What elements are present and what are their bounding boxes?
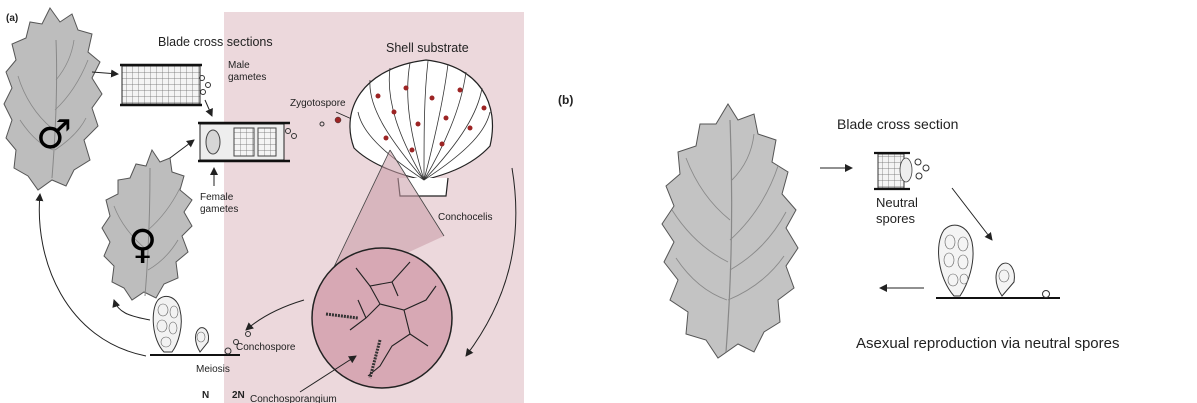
male-gametes-label-line2: gametes xyxy=(228,72,266,83)
cross-section-b xyxy=(874,153,929,189)
asexual-reproduction-label: Asexual reproduction via neutral spores xyxy=(856,335,1119,352)
blade-cross-sections-label: Blade cross sections xyxy=(158,35,273,49)
panel-label-a: (a) xyxy=(6,13,18,24)
arrow-male-to-section xyxy=(92,72,118,74)
blade-cross-section-label: Blade cross section xyxy=(837,116,958,132)
conchospore-label: Conchospore xyxy=(236,342,296,353)
arrow-gametes-down xyxy=(205,100,212,116)
arrow-to-female-blade xyxy=(114,300,150,320)
male-blade-cross-section xyxy=(120,65,211,105)
male-symbol: ♂ xyxy=(36,112,72,158)
female-gametes-label-line2: gametes xyxy=(200,204,238,215)
germinating-neutral-spores xyxy=(936,225,1060,298)
shell-substrate-label: Shell substrate xyxy=(386,41,469,55)
panel-b-asexual-reproduction: (b) Blade cross section Neutral spores xyxy=(540,0,1197,403)
zygotospore-label: Zygotospore xyxy=(290,98,346,109)
neutral-spores-label-line2: spores xyxy=(876,211,916,226)
female-symbol: ♀ xyxy=(128,222,157,268)
ploidy-2n-label: 2N xyxy=(232,390,245,401)
male-blade xyxy=(4,8,102,190)
female-gametes-label: Female xyxy=(200,192,234,203)
panel-a-diagram: (a) ♂ ♀ Blade cross sections Male gamete… xyxy=(0,0,540,403)
ploidy-n-label: N xyxy=(202,390,209,401)
conchosporangium-label: Conchosporangium xyxy=(250,394,337,403)
neutral-spores-label: Neutral xyxy=(876,195,918,210)
male-gametes-label: Male xyxy=(228,60,250,71)
conchocelis-magnified xyxy=(312,248,452,388)
meiosis-label: Meiosis xyxy=(196,364,230,375)
panel-label-b: (b) xyxy=(558,93,573,107)
panel-b-diagram: (b) Blade cross section Neutral spores xyxy=(540,0,1197,403)
conchocelis-label: Conchocelis xyxy=(438,212,492,223)
blade-b xyxy=(662,104,798,358)
arrow-female-to-section xyxy=(170,140,194,158)
female-blade-cross-section xyxy=(198,123,297,161)
panel-a-sexual-life-cycle: (a) ♂ ♀ Blade cross sections Male gamete… xyxy=(0,0,540,403)
